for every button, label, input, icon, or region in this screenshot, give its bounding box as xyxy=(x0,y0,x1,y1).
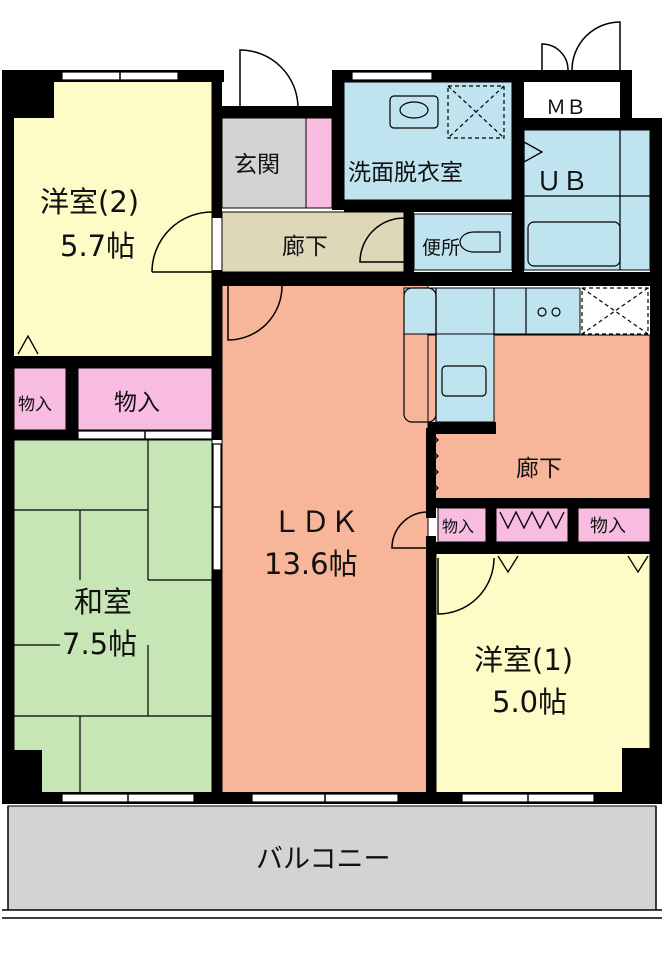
fridge-space xyxy=(581,287,649,335)
entrance-step-area xyxy=(305,117,333,209)
wall-hall-top xyxy=(344,200,524,212)
sink xyxy=(441,365,487,397)
door-ldk xyxy=(227,285,283,341)
wall-jp-right2 xyxy=(212,570,222,800)
folding-doors xyxy=(17,140,649,574)
closet-a-label: 物入 xyxy=(18,395,52,415)
door-mb-left xyxy=(541,43,569,71)
toilet-bowl xyxy=(459,231,501,253)
western-room-1-area xyxy=(435,551,651,797)
ldk-size: 13.6帖 xyxy=(264,547,358,581)
meter-box-label: ＭＢ xyxy=(546,95,586,119)
closet-d-area xyxy=(577,507,651,543)
balcony-area xyxy=(7,805,657,911)
toilet-label: 便所 xyxy=(422,237,460,259)
door-w1 xyxy=(437,557,495,615)
wall-closet-row-bottom xyxy=(426,542,662,554)
washer-space xyxy=(447,85,505,139)
wall-mb-top xyxy=(512,70,632,82)
tatami-lines xyxy=(14,440,212,792)
bath-label: ＵＢ xyxy=(536,167,588,197)
door-closet-c xyxy=(391,511,429,549)
wall-right-outer xyxy=(650,122,662,804)
entrance-label: 玄関 xyxy=(234,152,280,178)
wall-closet-div2 xyxy=(568,504,578,548)
kitchen-counter-area xyxy=(403,287,581,335)
balcony-lines xyxy=(2,806,662,919)
washbasin xyxy=(389,95,439,129)
door-entrance-outer xyxy=(239,49,299,109)
closet-b-label: 物入 xyxy=(114,390,160,416)
closet-c-area xyxy=(437,507,487,543)
wall-w2-right-lower xyxy=(212,270,222,360)
corner-tl xyxy=(2,70,54,118)
bath-area xyxy=(523,129,651,271)
wall-closet-div1 xyxy=(486,504,496,548)
wall-ldk-right xyxy=(426,428,436,518)
wall-ldk-top xyxy=(222,272,662,286)
closet-d-label: 物入 xyxy=(590,516,626,537)
room-labels: 洋室(2) 5.7帖 玄関 洗面脱衣室 ＭＢ ＵＢ 廊下 便所 物入 物入 和室… xyxy=(18,95,626,875)
right-hall-label: 廊下 xyxy=(516,456,562,482)
wall-mb-left xyxy=(512,70,524,130)
balcony-label: バルコニー xyxy=(256,844,390,875)
closet-c-label: 物入 xyxy=(442,517,474,536)
japanese-room-size: 7.5帖 xyxy=(62,627,137,661)
wall-mb-bottom xyxy=(524,118,662,130)
room-fills xyxy=(7,79,657,911)
wall-w2-right xyxy=(212,70,222,218)
japanese-room-area xyxy=(13,439,213,796)
washroom-label: 洗面脱衣室 xyxy=(348,160,463,186)
wall-entrance-right xyxy=(332,70,344,210)
corner-bl xyxy=(2,750,42,804)
kitchen-counter-side xyxy=(435,333,495,423)
wall-toilet-left xyxy=(404,208,414,272)
upper-hall-label: 廊下 xyxy=(282,234,328,260)
wall-jp-right xyxy=(212,360,222,438)
corner-br xyxy=(622,748,662,804)
window-mullions xyxy=(119,72,529,802)
doors xyxy=(151,21,621,615)
western-room-2-name: 洋室(2) xyxy=(40,185,139,219)
japanese-room-name: 和室 xyxy=(74,585,132,619)
door-hall-toilet xyxy=(359,217,405,263)
western-room-2-area xyxy=(11,79,213,361)
western-room-1-size: 5.0帖 xyxy=(492,685,567,719)
wall-ldk-right2 xyxy=(426,536,436,800)
counter-edge xyxy=(403,287,437,423)
fixtures xyxy=(389,85,650,423)
wall-w2-bottom xyxy=(2,356,222,368)
wall-closet-row-top xyxy=(426,498,662,508)
door-w2 xyxy=(151,211,213,273)
window-wash-top xyxy=(351,71,433,81)
western-room-1-name: 洋室(1) xyxy=(474,643,573,677)
western-room-2-size: 5.7帖 xyxy=(60,229,135,263)
wall-top-mid xyxy=(212,106,334,118)
wall-mb-right xyxy=(620,70,632,130)
ldk-area xyxy=(221,283,429,797)
wall-kitchen-bottom xyxy=(428,422,496,434)
wall-closet-mid xyxy=(66,360,78,440)
ldk-name: ＬＤＫ xyxy=(272,505,359,539)
closet-a-area xyxy=(13,367,67,431)
door-mb-right xyxy=(571,21,621,71)
